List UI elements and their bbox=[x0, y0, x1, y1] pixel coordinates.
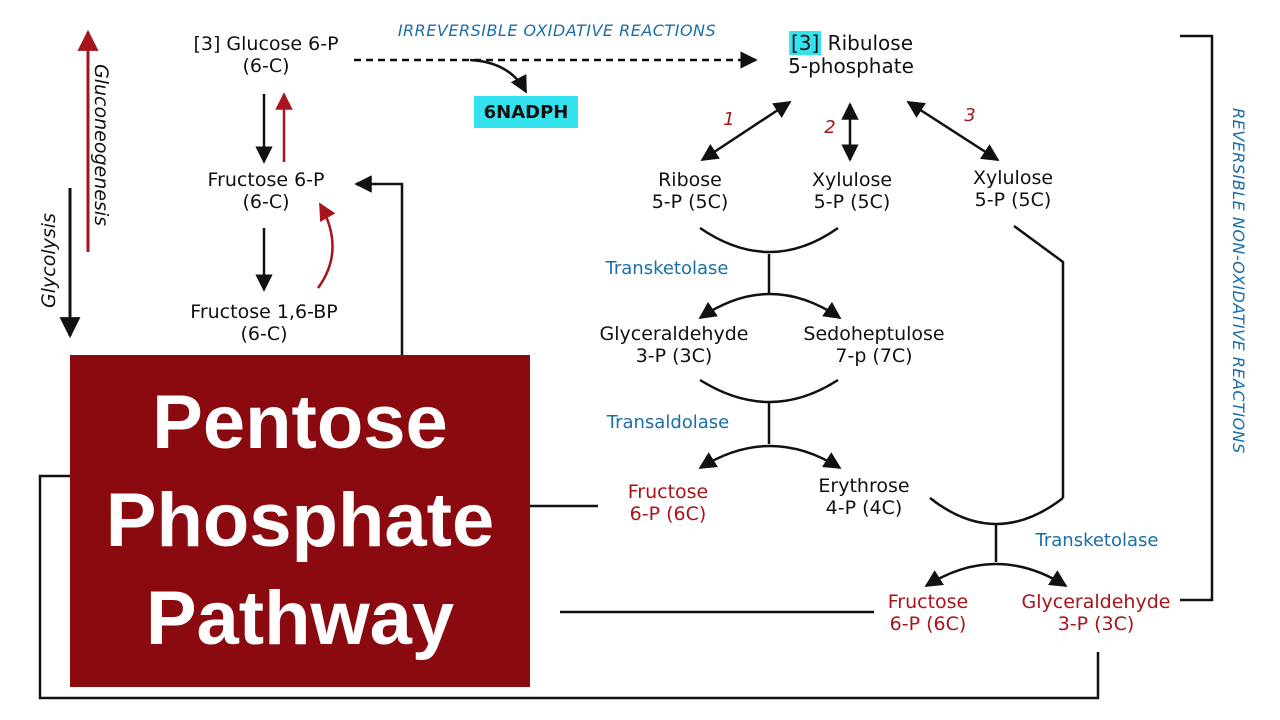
transaldolase-diverge bbox=[698, 444, 842, 470]
e4p-name: Erythrose bbox=[818, 475, 910, 497]
transaldolase-converge bbox=[699, 378, 839, 404]
xylulose-1-name: Xylulose bbox=[811, 169, 893, 191]
e4p-sub: 4-P (4C) bbox=[825, 496, 903, 519]
sedoheptulose-7p: Sedoheptulose 7-p (7C) bbox=[803, 323, 945, 368]
f6p-step2-sub: 6-P (6C) bbox=[629, 502, 707, 525]
fructose-6p-step3: Fructose 6-P (6C) bbox=[887, 591, 969, 636]
xylulose-2-name: Xylulose bbox=[972, 167, 1054, 189]
glycolysis-label: Glycolysis bbox=[38, 213, 60, 308]
xylulose-2-sub: 5-P (5C) bbox=[974, 188, 1052, 211]
branch-number-2: 2 bbox=[824, 117, 836, 138]
xylulose-5p-1: Xylulose 5-P (5C) bbox=[811, 169, 893, 214]
transketolase-1-converge bbox=[699, 226, 839, 254]
xylulose-5p-2: Xylulose 5-P (5C) bbox=[972, 167, 1054, 212]
glucose-count: [3] bbox=[193, 33, 221, 55]
ribulose-count: [3] bbox=[788, 31, 822, 55]
fructose-16bp-name: Fructose 1,6-BP bbox=[190, 301, 338, 323]
fructose-6p-name: Fructose 6-P bbox=[207, 169, 325, 191]
fructose-16bp-carbons: (6-C) bbox=[240, 322, 288, 345]
branch-number-1: 1 bbox=[723, 109, 735, 130]
title-block: Pentose Phosphate Pathway bbox=[70, 355, 530, 687]
irreversible-label: IRREVERSIBLE OXIDATIVE REACTIONS bbox=[397, 21, 717, 40]
title-line-2: Phosphate bbox=[105, 478, 495, 563]
branch-1-arrow bbox=[700, 100, 792, 162]
ribulose-name2: 5-phosphate bbox=[788, 54, 914, 78]
g3p-2-sub: 3-P (3C) bbox=[1057, 612, 1135, 635]
branch-number-3: 3 bbox=[964, 105, 976, 126]
glyceraldehyde-3p-1: Glyceraldehyde 3-P (3C) bbox=[599, 323, 749, 368]
f6p-step3-sub: 6-P (6C) bbox=[889, 612, 967, 635]
g3p-2-name: Glyceraldehyde bbox=[1021, 591, 1171, 613]
reversible-bracket bbox=[1180, 34, 1214, 602]
nadph-branch-arrow bbox=[469, 58, 528, 94]
g3p-1-sub: 3-P (3C) bbox=[635, 344, 713, 367]
ribulose-5-phosphate: [3] Ribulose 5-phosphate bbox=[788, 31, 914, 78]
f16bp-to-f6p-arrow bbox=[316, 202, 336, 289]
xylulose-2-line bbox=[1013, 224, 1065, 498]
glucose-name: Glucose 6-P bbox=[226, 33, 339, 55]
fructose-6p-carbons: (6-C) bbox=[242, 190, 290, 213]
transketolase-1-label: Transketolase bbox=[605, 258, 729, 279]
f6p-step2-name: Fructose bbox=[627, 481, 709, 503]
fructose-6p-step2: Fructose 6-P (6C) bbox=[627, 481, 709, 526]
transketolase-2-label: Transketolase bbox=[1035, 530, 1159, 551]
transketolase-1-diverge bbox=[698, 292, 842, 320]
glucose-6p: [3] Glucose 6-P (6-C) bbox=[193, 33, 339, 78]
transketolase-2-diverge bbox=[924, 562, 1068, 588]
branch-3-arrow bbox=[906, 100, 1000, 162]
ribose-sub: 5-P (5C) bbox=[651, 190, 729, 213]
transketolase-2-converge bbox=[929, 497, 1064, 526]
transaldolase-label: Transaldolase bbox=[606, 412, 730, 433]
title-line-3: Pathway bbox=[145, 576, 455, 661]
erythrose-4p: Erythrose 4-P (4C) bbox=[818, 475, 910, 520]
g3p-1-name: Glyceraldehyde bbox=[599, 323, 749, 345]
s7p-sub: 7-p (7C) bbox=[835, 344, 913, 367]
title-line-1: Pentose bbox=[152, 380, 448, 465]
nadph-badge: 6NADPH bbox=[474, 96, 578, 128]
fructose-6p: Fructose 6-P (6-C) bbox=[207, 169, 325, 214]
s7p-name: Sedoheptulose bbox=[803, 323, 945, 345]
reversible-label: REVERSIBLE NON-OXIDATIVE REACTIONS bbox=[1229, 108, 1248, 454]
outer-loop-line bbox=[38, 474, 1100, 700]
ribulose-name: Ribulose bbox=[827, 31, 914, 55]
ribose-5p: Ribose 5-P (5C) bbox=[651, 169, 729, 214]
xylulose-1-sub: 5-P (5C) bbox=[813, 190, 891, 213]
gluconeogenesis-label: Gluconeogenesis bbox=[90, 64, 112, 227]
fructose-16bp: Fructose 1,6-BP (6-C) bbox=[190, 301, 338, 346]
ribose-name: Ribose bbox=[658, 169, 722, 191]
f6p-step3-name: Fructose bbox=[887, 591, 969, 613]
glyceraldehyde-3p-2: Glyceraldehyde 3-P (3C) bbox=[1021, 591, 1171, 636]
glucose-carbons: (6-C) bbox=[242, 54, 290, 77]
